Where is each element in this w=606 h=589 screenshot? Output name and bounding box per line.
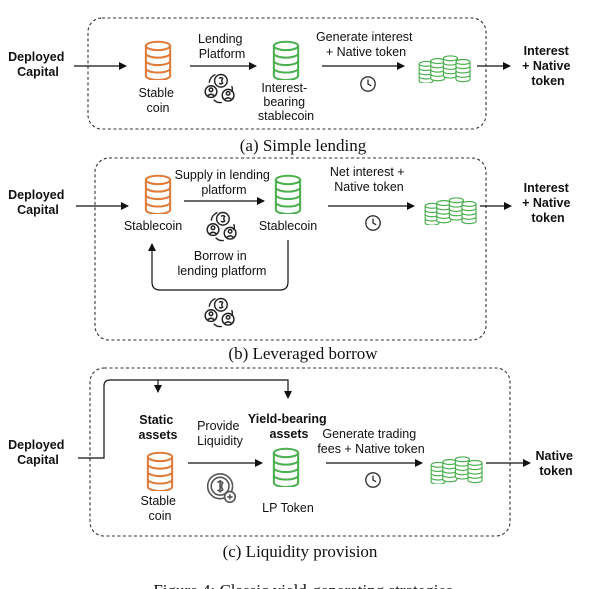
panel-b-mid-label: Stablecoin [259,219,317,233]
panel-a-border [87,17,487,130]
panel-c-static-label: Static assets [139,413,178,442]
lending-cycle-icon [206,211,237,242]
panel-c-static-branch-arrow [78,379,162,459]
green-coin-stack-icon [274,174,302,214]
orange-coin-stack-icon [144,40,172,80]
panel-b-step2-label: Net interest + Native token [330,165,408,194]
panel-b-output-label: Interest + Native token [522,181,574,225]
orange-coin-stack-icon [144,174,172,214]
panel-a-input-label: Deployed Capital [8,50,68,79]
panel-b-step1-label: Supply in lending platform [175,168,274,197]
green-coin-pile-icon [425,198,476,225]
green-coin-stack-icon [272,40,300,80]
panel-c-input-label: Deployed Capital [8,438,68,467]
panel-a-step2-label: Generate interest + Native token [316,30,416,59]
liquidity-pool-coin-icon [206,472,237,504]
panel-a-step1-label: Lending Platform [198,32,246,61]
panel-a-coin-label: Stable coin [139,86,178,115]
panel-c-step1-label: Provide Liquidity [197,419,244,448]
panel-a-output-label: Interest + Native token [522,44,574,88]
panel-c-coin-label: Stable coin [141,494,180,523]
green-coin-stack-icon [272,447,300,487]
panel-b-loop-label: Borrow in lending platform [178,249,267,278]
clock-icon [360,76,376,92]
green-coin-pile-icon [431,457,482,484]
lending-cycle-icon [204,297,235,328]
orange-coin-stack-icon [146,451,174,491]
panel-c-border [89,367,511,537]
green-coin-pile-icon [419,56,470,83]
panel-c-mid-label: LP Token [262,501,314,515]
clock-icon [365,215,381,231]
panel-a-caption: (a) Simple lending [240,136,367,155]
panel-c-step2-label: Generate trading fees + Native token [317,427,424,456]
lending-cycle-icon [204,73,235,104]
panel-b-input-label: Deployed Capital [8,188,68,217]
panel-b-caption: (b) Leveraged borrow [228,344,378,363]
panel-b-borrow-loop-arrow [148,240,289,291]
panel-a-mid-label: Interest- bearing stablecoin [258,81,314,123]
panel-c-output-label: Native token [535,449,576,478]
figure-caption: Figure 4: Classic yield-generating strat… [153,581,452,589]
panel-b-coin-label: Stablecoin [124,219,182,233]
panel-c-caption: (c) Liquidity provision [223,542,378,561]
panel-c-yield-label: Yield-bearing assets [248,412,330,441]
clock-icon [365,472,381,488]
panel-c-yield-branch-arrow [158,379,292,399]
panel-b-border [94,157,487,341]
